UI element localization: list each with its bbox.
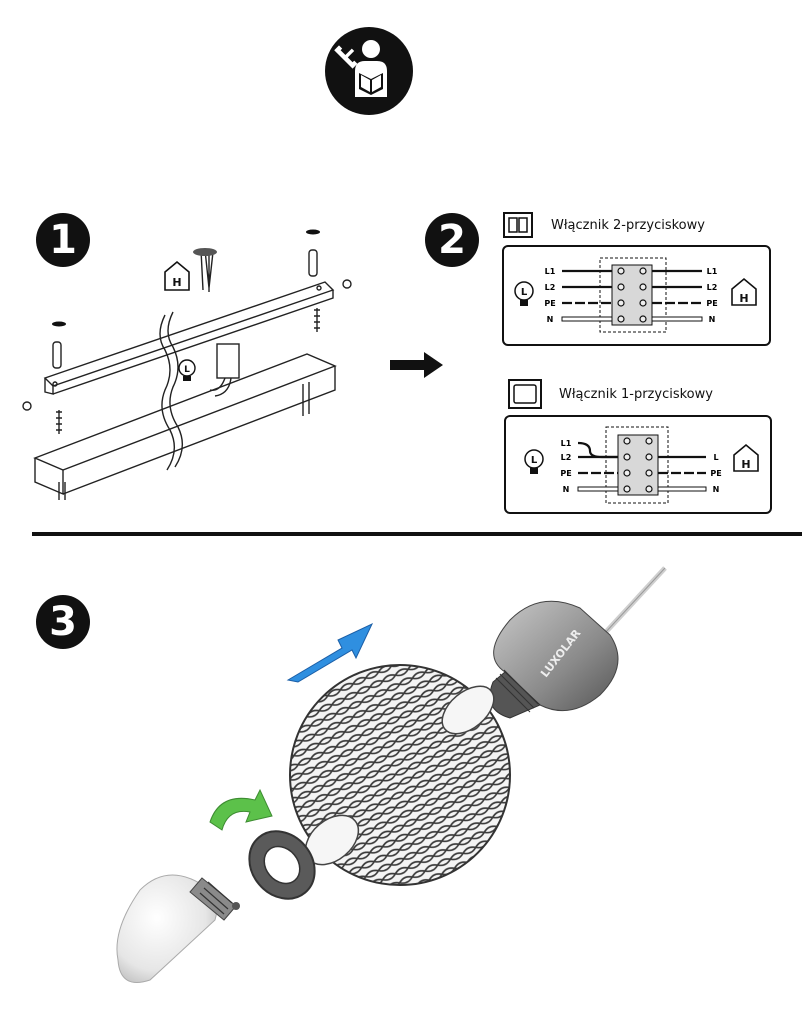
panel-two-left-l1: L1 — [545, 267, 556, 276]
house-h-icon: H — [733, 443, 759, 472]
panel-one-house-letter: H — [741, 458, 750, 471]
panel-one-left-l1: L1 — [561, 439, 572, 448]
mounting-illustration: H L — [15, 220, 355, 510]
wiring-panel-two-button: L H L1 L2 PE N L1 L2 — [502, 245, 771, 346]
wiring-panel-one-button: L H L1 L2 PE N L PE N — [504, 415, 772, 514]
step-3-badge: 3 — [36, 595, 90, 649]
step-1-badge: 1 — [36, 213, 90, 267]
right-arrow-icon — [390, 352, 444, 378]
step1-lamp-letter: L — [184, 365, 190, 375]
panel-one-right-n: N — [713, 485, 720, 494]
lamp-l-icon: L — [524, 449, 544, 474]
lamp-l-icon: L — [514, 281, 534, 306]
panel-two-left-pe: PE — [544, 299, 555, 308]
lamp-l-icon: L — [178, 359, 196, 381]
house-h-icon: H — [731, 277, 757, 306]
panel-two-right-pe: PE — [706, 299, 717, 308]
panel-one-right-pe: PE — [710, 469, 721, 478]
switch-two-title: Włącznik 2-przyciskowy — [551, 218, 705, 233]
panel-two-left-n: N — [547, 315, 554, 324]
panel-two-right-l2: L2 — [707, 283, 718, 292]
rotate-arrow-icon — [209, 788, 273, 831]
panel-one-left-pe: PE — [560, 469, 571, 478]
light-bulb — [116, 874, 240, 983]
panel-one-left-l2: L2 — [561, 453, 572, 462]
section-divider — [32, 532, 802, 536]
insert-arrow-icon — [286, 622, 374, 683]
switch-two-button-icon — [503, 212, 533, 238]
mesh-globe — [289, 664, 511, 886]
panel-one-lamp-letter: L — [531, 455, 538, 466]
switch-one-title: Włącznik 1-przyciskowy — [559, 387, 713, 402]
panel-two-lamp-letter: L — [521, 287, 528, 298]
panel-two-left-l2: L2 — [545, 283, 556, 292]
switch-one-button-icon — [508, 379, 542, 409]
ring-nut — [248, 830, 316, 900]
step-2-badge: 2 — [425, 213, 479, 267]
panel-two-house-letter: H — [739, 292, 748, 305]
house-h-icon: H — [164, 260, 190, 291]
lamp-socket: LUXOLAR — [489, 600, 619, 719]
read-manual-icon — [325, 27, 413, 115]
panel-one-left-n: N — [563, 485, 570, 494]
panel-two-right-n: N — [709, 315, 716, 324]
assembly-illustration: LUXOLAR — [110, 560, 680, 1010]
panel-one-right-l: L — [713, 453, 718, 462]
panel-two-right-l1: L1 — [707, 267, 718, 276]
step1-house-letter: H — [172, 276, 181, 289]
